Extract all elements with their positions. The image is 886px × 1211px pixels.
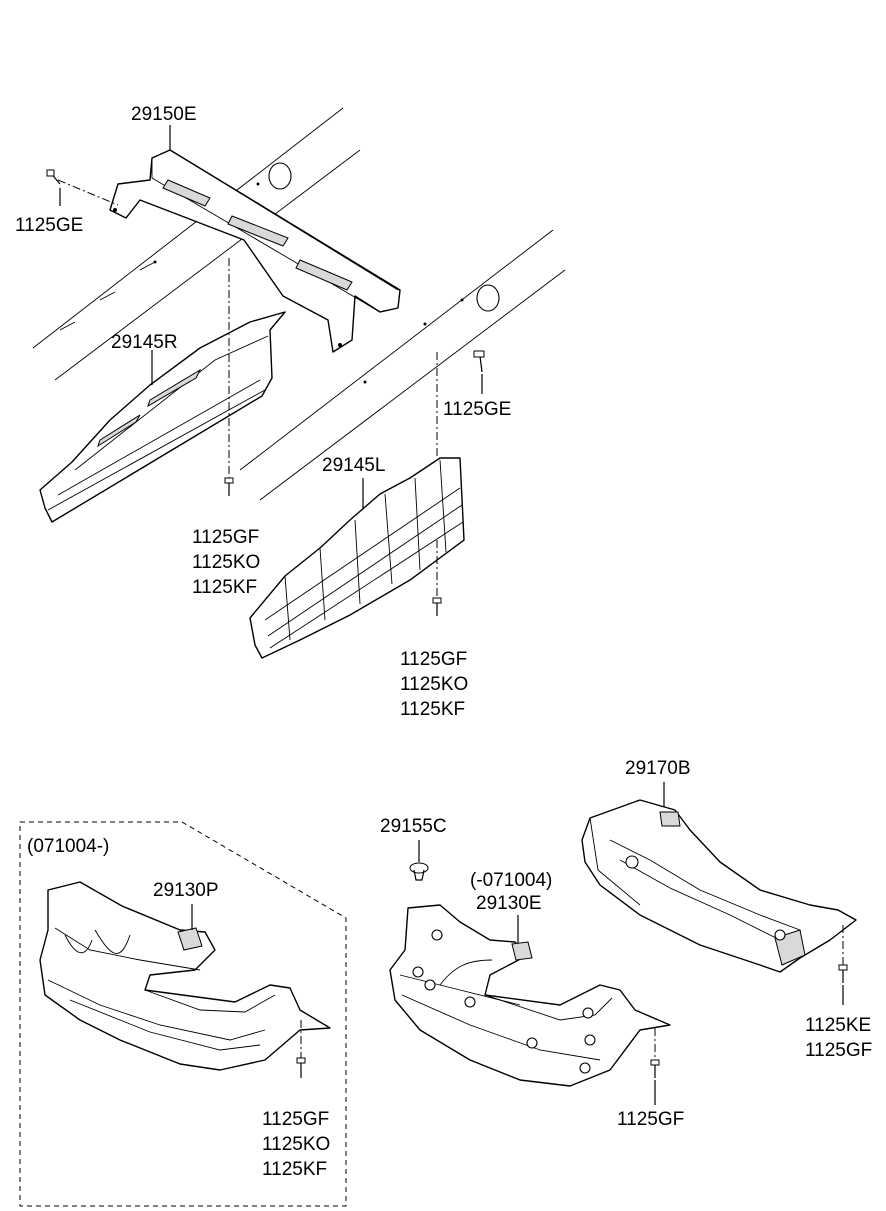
label-right-fastener-2: 1125GF	[805, 1040, 872, 1061]
label-fastener-mid-left-2: 1125KO	[192, 552, 260, 573]
part-29130E-skid-plate[interactable]	[389, 904, 671, 1087]
label-fastener-mid-left-3: 1125KF	[192, 577, 257, 598]
label-variant-after: (071004-)	[27, 836, 109, 857]
label-29130E: 29130E	[476, 893, 542, 914]
part-29145L-cover[interactable]	[249, 457, 465, 659]
label-fastener-mid-left-1: 1125GF	[192, 527, 259, 548]
label-29155C: 29155C	[380, 816, 447, 837]
part-29130P-skid-plate[interactable]	[39, 881, 331, 1071]
label-29145L: 29145L	[322, 455, 385, 476]
label-29150E: 29150E	[131, 104, 197, 125]
label-fastener-mid-right-3: 1125KF	[400, 699, 465, 720]
label-29130P: 29130P	[153, 880, 219, 901]
part-29170B-heat-shield[interactable]	[581, 799, 857, 973]
fastener-lines-mid	[57, 179, 438, 600]
label-fastener-mid-right-1: 1125GF	[400, 649, 467, 670]
bolt-icon	[46, 169, 485, 616]
bolt-icon	[650, 1059, 660, 1078]
label-box-fastener-3: 1125KF	[262, 1159, 327, 1180]
variant-box	[19, 821, 347, 1207]
label-1125GF-center: 1125GF	[617, 1109, 684, 1130]
label-29145R: 29145R	[111, 332, 178, 353]
label-right-fastener-1: 1125KE	[805, 1015, 871, 1036]
label-box-fastener-2: 1125KO	[262, 1134, 330, 1155]
part-29155C-plug[interactable]	[409, 862, 429, 881]
label-1125GE-left: 1125GE	[15, 215, 83, 236]
label-variant-before: (-071004)	[470, 870, 552, 891]
bolt-icon	[296, 1057, 306, 1078]
vehicle-floor-frame	[32, 107, 566, 501]
label-box-fastener-1: 1125GF	[262, 1109, 329, 1130]
label-1125GE-right: 1125GE	[443, 399, 511, 420]
part-29145R-cover[interactable]	[39, 311, 286, 523]
label-fastener-mid-right-2: 1125KO	[400, 674, 468, 695]
part-29150E-crossmember[interactable]	[109, 149, 401, 353]
bolt-icon	[838, 964, 848, 983]
leader-lines-top	[59, 125, 483, 508]
label-29170B: 29170B	[625, 758, 691, 779]
